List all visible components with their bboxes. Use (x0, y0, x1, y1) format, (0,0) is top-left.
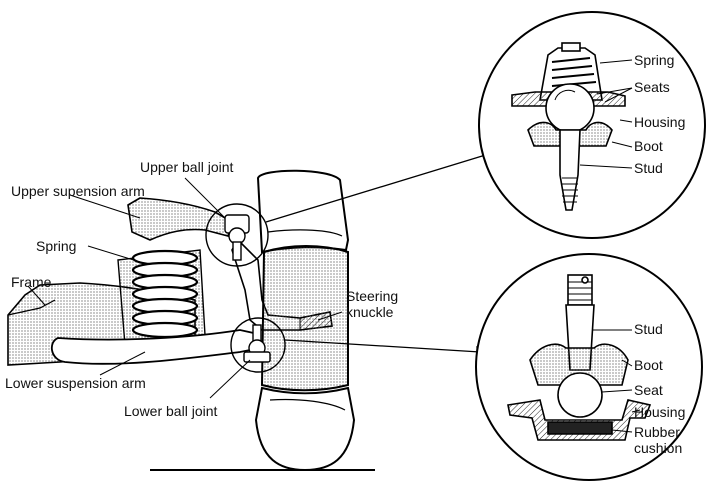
upper-detail-leaders (579, 59, 633, 169)
upper-ball-joint-circle (205, 203, 269, 267)
upper-detail-label-boot: Boot (634, 138, 663, 154)
upper-detail-label-spring: Spring (634, 52, 675, 68)
lower-detail-label-rubber-cushion-line1: Rubber (634, 424, 680, 440)
upper-detail-label-housing: Housing (634, 114, 686, 130)
label-lower-ball-joint: Lower ball joint (124, 403, 218, 419)
label-spring: Spring (36, 238, 77, 254)
label-steering-knuckle-line2: knuckle (346, 304, 394, 320)
label-upper-suspension-arm: Upper supension arm (11, 183, 145, 199)
upper-suspension-arm (127, 197, 233, 241)
label-steering-knuckle-line1: Steering (346, 288, 399, 304)
label-frame: Frame (11, 274, 52, 290)
coil-spring (131, 249, 199, 339)
wheel (254, 169, 356, 472)
main-leaders (27, 177, 343, 399)
label-upper-ball-joint: Upper ball joint (140, 159, 234, 175)
label-lower-suspension-arm: Lower suspension arm (5, 375, 146, 391)
lower-ball-joint-circle (230, 317, 286, 373)
upper-ball-joint-small (224, 214, 250, 261)
lower-detail-label-rubber-cushion-line2: cushion (634, 440, 683, 456)
lower-suspension-arm (50, 329, 262, 365)
lower-detail-label-stud: Stud (634, 321, 663, 337)
lower-detail-leaders (592, 329, 641, 433)
lower-detail-label-seat: Seat (634, 382, 663, 398)
lower-detail-label-housing: Housing (634, 404, 686, 420)
lower-ball-joint-small (243, 324, 271, 363)
upper-detail-label-seats: Seats (634, 79, 670, 95)
lower-ball-joint-detail (507, 274, 652, 441)
upper-ball-joint-detail (511, 42, 626, 211)
upper-detail-label-stud: Stud (634, 160, 663, 176)
lower-detail-label-boot: Boot (634, 357, 663, 373)
